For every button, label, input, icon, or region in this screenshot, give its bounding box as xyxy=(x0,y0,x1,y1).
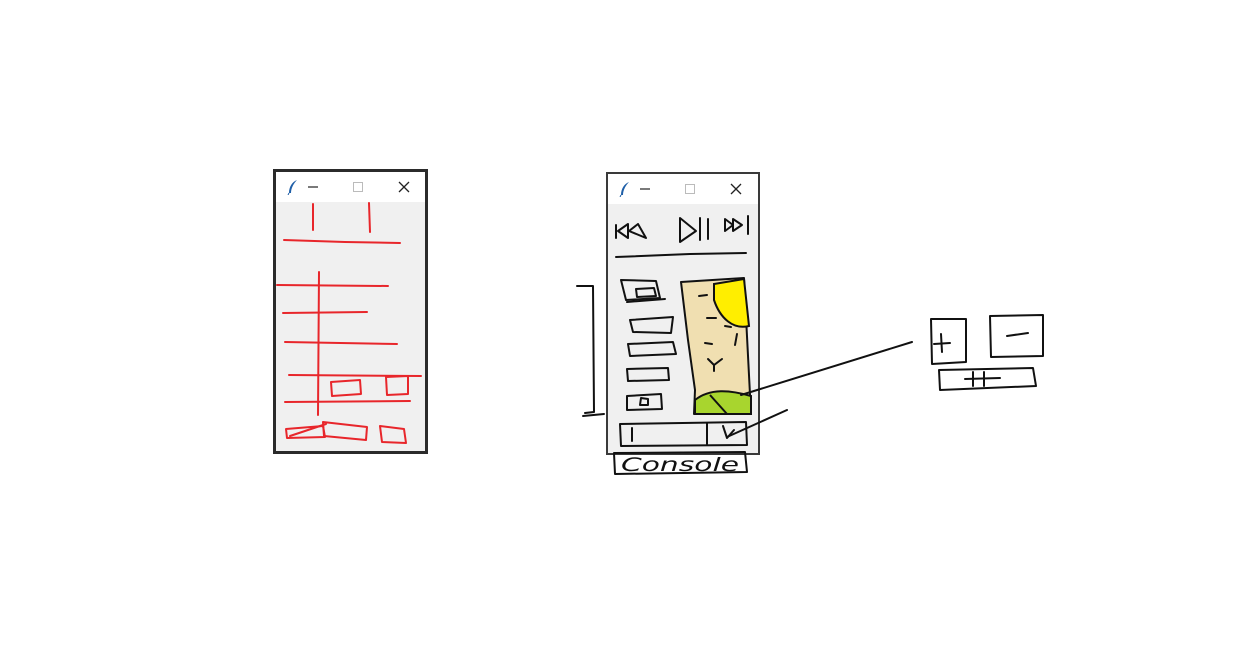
minus-icon xyxy=(1006,332,1029,337)
maximize-button[interactable] xyxy=(679,178,701,200)
minimize-icon xyxy=(308,186,318,188)
minus-button xyxy=(989,314,1044,358)
plus-button xyxy=(930,318,967,365)
feather-icon xyxy=(619,182,629,197)
plus-icon xyxy=(933,333,951,353)
close-icon xyxy=(398,181,410,193)
bracket xyxy=(582,413,605,417)
console-box xyxy=(613,451,748,475)
minimize-button[interactable] xyxy=(634,178,656,200)
minimize-button[interactable] xyxy=(302,176,324,198)
zoom-bar-icon xyxy=(964,371,1001,387)
console-label: Console xyxy=(621,454,739,476)
bracket xyxy=(576,285,595,414)
close-button[interactable] xyxy=(725,178,747,200)
maximize-icon xyxy=(353,182,363,192)
maximize-icon xyxy=(685,184,695,194)
zoom-bar xyxy=(938,367,1037,391)
wireframe-titlebar xyxy=(276,172,425,202)
close-icon xyxy=(730,183,742,195)
minimize-icon xyxy=(640,188,650,190)
player-titlebar xyxy=(608,174,758,204)
player-window xyxy=(606,172,760,455)
maximize-button[interactable] xyxy=(347,176,369,198)
feather-icon xyxy=(287,180,297,195)
wireframe-window xyxy=(273,169,428,454)
close-button[interactable] xyxy=(393,176,415,198)
connector-line xyxy=(740,341,913,396)
